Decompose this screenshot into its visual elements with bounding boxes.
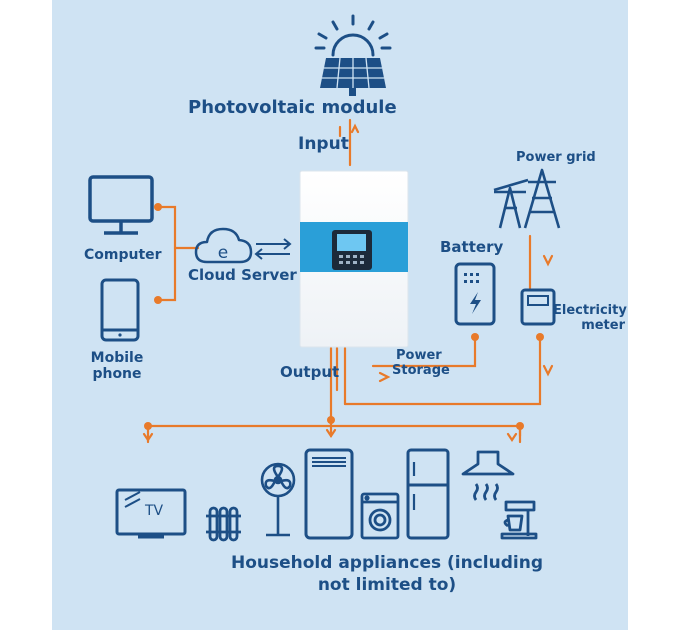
radiator-icon [206, 506, 241, 542]
air-conditioner-icon [304, 448, 354, 540]
tv-label: TV [145, 503, 164, 519]
power-tower-icon [493, 168, 561, 229]
electricity-meter-label-line1: Electricity [553, 303, 627, 318]
mobile-phone-icon [100, 278, 140, 342]
electricity-meter-label-line2: meter [581, 317, 625, 333]
electricity-meter-label: Electricity meter [553, 303, 627, 334]
computer-label: Computer [84, 247, 162, 263]
washing-machine-icon [360, 492, 400, 540]
input-label: Input [298, 134, 349, 154]
battery-icon [454, 262, 496, 326]
svg-text:e: e [218, 243, 228, 263]
refrigerator-icon [406, 448, 450, 540]
power-storage-label: Power Storage [392, 348, 450, 379]
tv-icon [115, 488, 187, 539]
coffee-maker-icon [500, 500, 538, 540]
connection-lines [142, 118, 554, 444]
household-appliances-label-line1: Household appliances (including [230, 553, 543, 573]
household-appliances-label-line2: not limited to) [317, 575, 457, 595]
mobile-phone-label-line2: phone [92, 366, 142, 383]
connection-dots [144, 203, 544, 430]
cloud-icon: e [194, 227, 253, 264]
power-grid-label: Power grid [516, 150, 596, 165]
battery-label: Battery [440, 238, 504, 256]
output-label: Output [280, 363, 340, 381]
range-hood-icon [461, 450, 515, 501]
pv-module-label: Photovoltaic module [188, 97, 397, 118]
computer-icon [88, 175, 154, 235]
power-storage-label-line2: Storage [392, 362, 450, 378]
household-appliances-label: Household appliances (including not limi… [180, 552, 594, 596]
sun-icon [314, 14, 392, 57]
electricity-meter-icon [520, 288, 556, 326]
exchange-arrows-icon [254, 238, 292, 260]
power-storage-label-line1: Power [396, 348, 442, 363]
cloud-server-label: Cloud Server [188, 266, 297, 284]
fan-icon [260, 462, 296, 537]
mobile-phone-label-line1: Mobile [90, 350, 144, 366]
solar-panel-icon [320, 57, 386, 96]
inverter-icon [299, 170, 409, 348]
mobile-phone-label: Mobile phone [86, 350, 148, 382]
